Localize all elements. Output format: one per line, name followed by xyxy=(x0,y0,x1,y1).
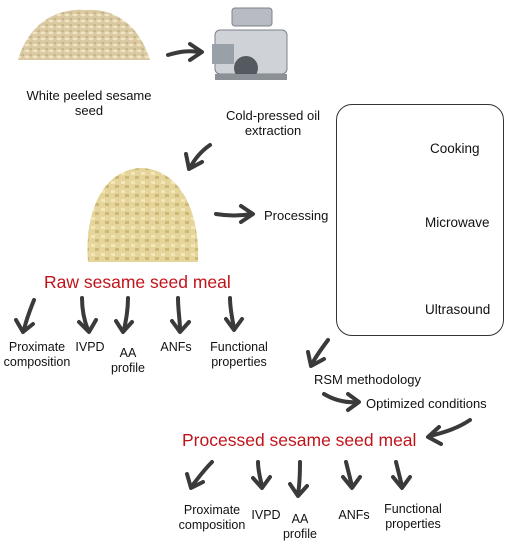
processed-meal-heading: Processed sesame seed meal xyxy=(182,430,417,450)
oil-press-machine-image xyxy=(212,7,288,80)
proc-arrow-4 xyxy=(344,460,354,488)
raw-output-proximate: Proximate composition xyxy=(3,340,71,369)
processed-output-anfs: ANFs xyxy=(338,508,370,522)
processed-output-proximate: Proximate composition xyxy=(178,503,246,532)
raw-arrow-4 xyxy=(176,296,182,332)
proc-arrow-2 xyxy=(256,460,264,488)
optimized-to-processed-arrow xyxy=(428,418,472,438)
sesame-seed-pile-image xyxy=(18,9,150,60)
method-microwave-label: Microwave xyxy=(425,215,490,230)
method-ultrasound-label: Ultrasound xyxy=(425,302,491,317)
proc-arrow-3 xyxy=(296,460,302,496)
method-cooking-label: Cooking xyxy=(430,141,480,156)
rsm-label: RSM methodology xyxy=(314,372,421,387)
processed-output-ivpd: IVPD xyxy=(251,508,281,522)
proc-arrow-5 xyxy=(394,460,404,488)
processed-output-functional: Functional properties xyxy=(384,502,442,531)
seed-label: White peeled sesame seed xyxy=(26,88,152,118)
optimized-label: Optimized conditions xyxy=(366,396,487,411)
raw-arrow-1 xyxy=(22,298,36,332)
seed-to-press-arrow xyxy=(166,49,202,57)
meal-to-processing-arrow xyxy=(214,212,254,218)
sesame-meal-pile-image xyxy=(87,168,199,262)
processing-methods-box xyxy=(336,104,504,336)
processing-label: Processing xyxy=(264,208,329,223)
raw-output-functional: Functional properties xyxy=(210,340,268,369)
box-to-rsm-arrow xyxy=(310,338,330,366)
raw-meal-heading: Raw sesame seed meal xyxy=(44,272,231,292)
proc-arrow-1 xyxy=(190,460,214,488)
processed-output-aa-profile: AA profile xyxy=(282,512,318,541)
raw-output-anfs: ANFs xyxy=(160,340,192,354)
raw-output-aa-profile: AA profile xyxy=(110,346,146,375)
raw-output-ivpd: IVPD xyxy=(75,340,105,354)
extraction-label: Cold-pressed oil extraction xyxy=(226,108,320,138)
raw-arrow-5 xyxy=(228,296,236,330)
rsm-to-optimized-arrow xyxy=(322,392,360,405)
